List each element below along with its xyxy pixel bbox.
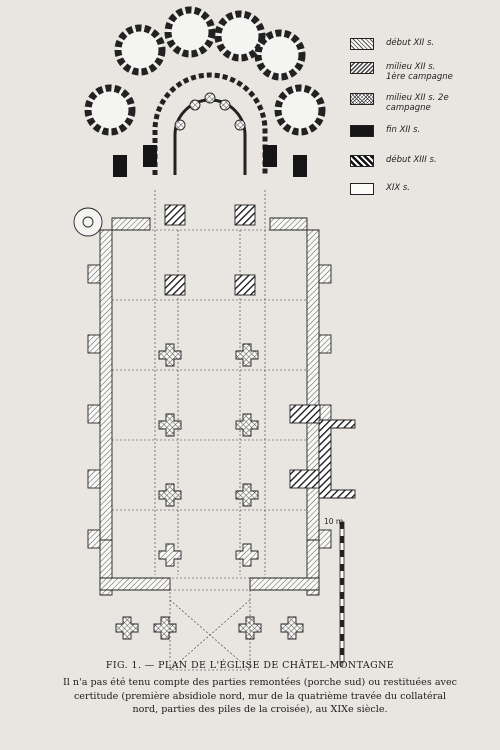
transept-north — [111, 217, 151, 231]
radiating-chapel — [164, 6, 216, 58]
narthex-diagonal — [169, 599, 251, 671]
south-buttress — [318, 264, 332, 284]
legend-label: XIX s. — [386, 183, 410, 193]
scale-tick — [340, 578, 344, 585]
radiating-chapel — [254, 29, 306, 81]
nave-pillar — [158, 413, 182, 437]
legend-swatch-debut-xiii — [350, 155, 374, 167]
nave-and-aisles — [73, 207, 332, 596]
transept-south — [269, 217, 308, 231]
legend-swatch-fin-xii — [350, 125, 374, 137]
scale-tick — [340, 536, 344, 543]
south-buttress — [318, 334, 332, 354]
legend-swatch-xix — [350, 183, 374, 195]
legend-item: début XIII s. — [350, 155, 437, 169]
narthex-pier — [153, 616, 177, 640]
north-wall — [99, 229, 113, 541]
radiating-chapel — [114, 24, 166, 76]
north-buttress — [87, 529, 101, 549]
nave-pillar — [235, 413, 259, 437]
south-buttress — [318, 529, 332, 549]
scale-label-top: 10 m — [324, 517, 344, 526]
nave-pillar — [235, 343, 259, 367]
south-porch-wall — [318, 419, 356, 499]
south-porch — [169, 419, 356, 671]
north-buttress — [87, 404, 101, 424]
legend-item: XIX s. — [350, 183, 410, 197]
legend-label: milieu XII s. 1ère campagne — [386, 62, 453, 82]
scale-label-bottom: 0 — [339, 660, 344, 669]
choir-pier-xii-end — [113, 155, 127, 177]
apse-column — [219, 99, 231, 111]
scale-tick — [340, 592, 344, 599]
south-wall — [306, 229, 320, 541]
apse-hemicycle — [173, 98, 247, 175]
scale-label-mid: 5 — [339, 591, 344, 600]
legend-item: milieu XII s. 1ère campagne — [350, 62, 456, 82]
legend-swatch-debut-xii — [350, 38, 374, 50]
choir-pier-xii-end — [143, 145, 157, 167]
legend-swatch-milieu-xii-1 — [350, 62, 374, 74]
crossing-pier — [164, 274, 186, 296]
apse-column — [234, 119, 246, 131]
crossing-pier — [234, 274, 256, 296]
legend-label: début XII s. — [386, 38, 435, 48]
north-buttress — [87, 334, 101, 354]
chevet — [84, 6, 326, 177]
figure-title: FIG. 1. — PLAN DE L'ÉGLISE DE CHÂTEL-MON… — [105, 660, 395, 671]
west-facade-north — [99, 577, 171, 591]
scale-tick — [340, 606, 344, 613]
scale-tick — [340, 550, 344, 557]
apse-column — [189, 99, 201, 111]
pillars — [115, 204, 304, 640]
scale-tick — [340, 620, 344, 627]
stair-turret — [73, 207, 103, 237]
narthex-outline — [169, 589, 251, 671]
choir-pier-xii-end — [263, 145, 277, 167]
radiating-chapel — [84, 84, 136, 136]
nave-pillar — [158, 483, 182, 507]
west-facade-south — [249, 577, 320, 591]
vault-lines — [112, 190, 307, 671]
nave-pillar — [235, 483, 259, 507]
scale-tick — [340, 648, 344, 655]
legend-label: début XIII s. — [386, 155, 437, 165]
north-buttress — [87, 469, 101, 489]
figure-caption: Il n'a pas été tenu compte des parties r… — [62, 677, 458, 715]
north-buttress — [87, 264, 101, 284]
stair-core — [82, 216, 94, 228]
nave-pillar-west — [158, 543, 182, 567]
radiating-chapel — [214, 10, 266, 62]
legend-item: milieu XII s. 2e campagne — [350, 93, 456, 113]
crossing-pier — [164, 204, 186, 226]
apse-column — [174, 119, 186, 131]
narthex-pier — [115, 616, 139, 640]
south-buttress-xiii — [289, 469, 321, 489]
legend-item: fin XII s. — [350, 125, 420, 139]
nave-pillar-west — [235, 543, 259, 567]
scale-bar — [339, 521, 345, 663]
scale-tick — [340, 564, 344, 571]
legend-label: milieu XII s. 2e campagne — [386, 93, 449, 113]
ambulatory-wall — [152, 72, 268, 175]
legend-label: fin XII s. — [386, 125, 421, 135]
crossing-pier — [234, 204, 256, 226]
apse-column — [204, 92, 216, 104]
legend-item: début XII s. — [350, 38, 434, 52]
choir-pier-xii-end — [293, 155, 307, 177]
radiating-chapel — [274, 84, 326, 136]
scale-tick — [340, 634, 344, 641]
legend-swatch-milieu-xii-2 — [350, 93, 374, 105]
narthex-pier — [280, 616, 304, 640]
scale-tick — [340, 522, 344, 529]
nave-pillar — [158, 343, 182, 367]
south-buttress-xiii — [289, 404, 321, 424]
